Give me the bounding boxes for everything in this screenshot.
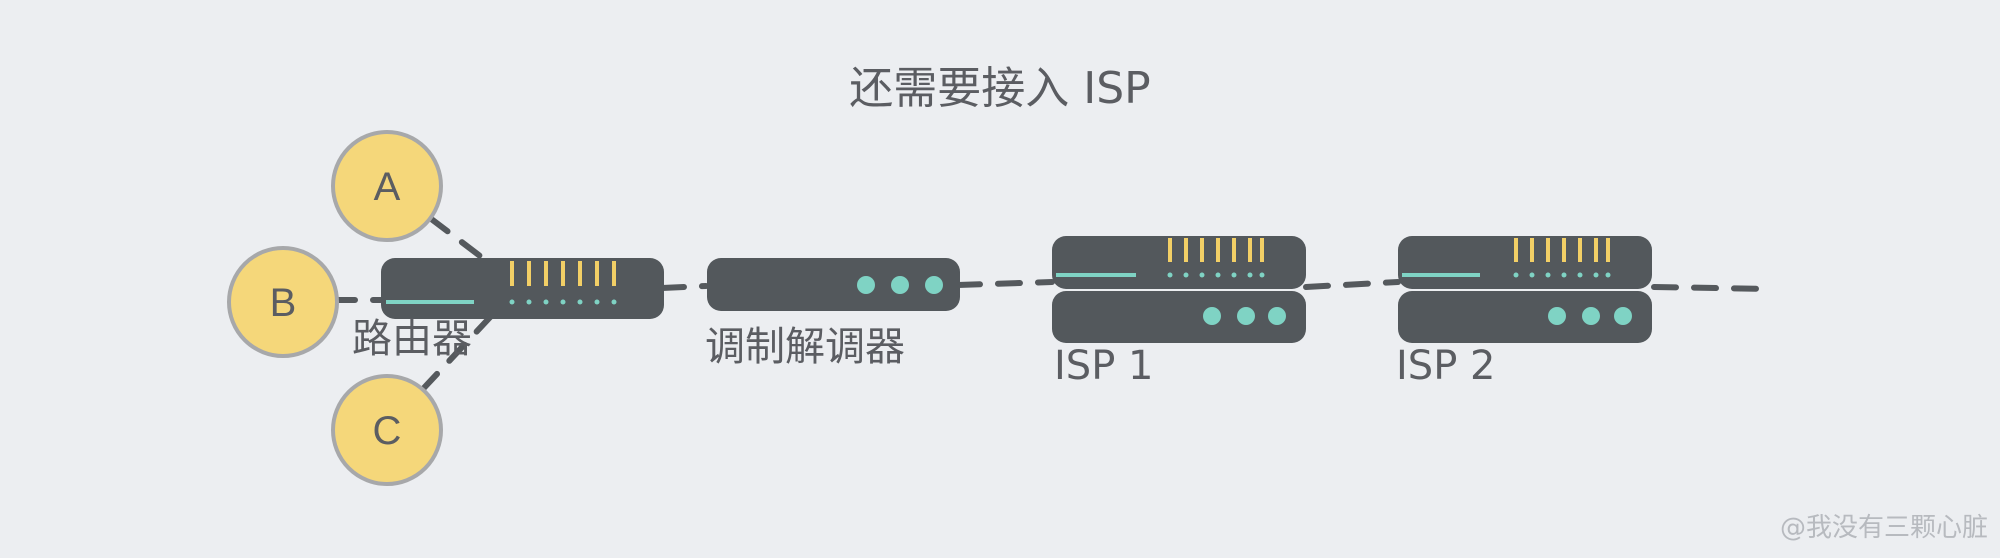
isp2-server xyxy=(1398,236,1652,343)
isp1-server xyxy=(1052,236,1306,343)
isp2-status-bar xyxy=(1402,273,1480,277)
client-b: B xyxy=(227,246,339,358)
router-body xyxy=(381,258,664,319)
connection-lines xyxy=(330,215,1775,393)
isp2-ports xyxy=(1514,238,1610,262)
isp1-top-unit xyxy=(1052,236,1306,289)
router-ports xyxy=(510,261,616,286)
isp1-bottom-unit xyxy=(1052,291,1306,343)
isp2-top-unit xyxy=(1398,236,1652,289)
client-a-label: A xyxy=(374,165,401,209)
modem-device xyxy=(707,258,960,311)
modem-body xyxy=(707,258,960,311)
router-leds xyxy=(509,299,617,305)
isp2-small-leds xyxy=(1513,272,1611,278)
diagram-title: 还需要接入 ISP xyxy=(849,63,1150,114)
router-label: 路由器 xyxy=(352,316,472,362)
link-router-modem xyxy=(659,283,709,291)
router-device xyxy=(381,258,664,319)
isp1-label: ISP 1 xyxy=(1054,343,1153,389)
link-c-router xyxy=(419,310,497,393)
modem-label: 调制解调器 xyxy=(705,324,905,370)
watermark: @我没有三颗心脏 xyxy=(1780,513,1988,543)
isp1-leds xyxy=(1203,307,1286,325)
client-a: A xyxy=(331,130,443,242)
client-c-label: C xyxy=(373,409,402,453)
link-isp1-isp2 xyxy=(1303,279,1401,290)
client-b-label: B xyxy=(270,281,297,325)
client-c: C xyxy=(331,374,443,486)
modem-leds xyxy=(857,276,943,294)
isp1-small-leds xyxy=(1167,272,1265,278)
router-status-bar xyxy=(386,300,474,304)
link-isp2-beyond xyxy=(1651,284,1775,292)
isp2-bottom-unit xyxy=(1398,291,1652,343)
isp2-label: ISP 2 xyxy=(1396,343,1495,389)
link-modem-isp1 xyxy=(955,279,1055,288)
isp1-ports xyxy=(1168,238,1264,262)
isp1-status-bar xyxy=(1056,273,1136,277)
isp2-leds xyxy=(1548,307,1632,325)
link-a-router xyxy=(427,215,491,265)
